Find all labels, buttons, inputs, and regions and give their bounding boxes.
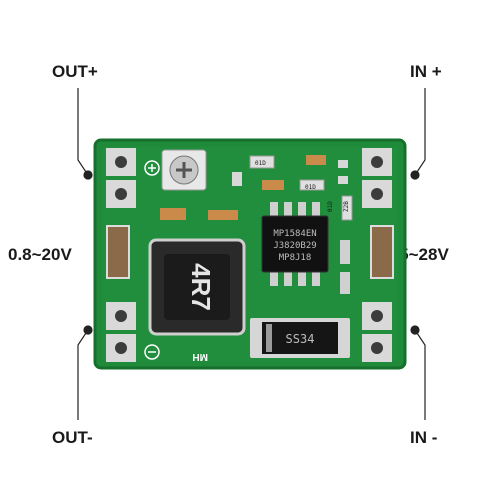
smd-markings: 01D 01D 01D Z2B [255, 160, 350, 212]
ic-marking-line2: J3820B29 [273, 241, 316, 251]
leader-out-plus [77, 88, 89, 176]
pad-out-plus-1 [106, 148, 136, 176]
out-plus-label: OUT+ [52, 62, 98, 81]
leader-dot-in-plus [410, 170, 420, 180]
leader-dot-out-plus [83, 170, 93, 180]
silk-mh-text: MH [192, 351, 208, 362]
inductor-marking: 4R7 [186, 263, 216, 311]
ic-marking-line3: MP8J18 [279, 253, 312, 263]
in-plus-label: IN + [410, 62, 442, 81]
input-capacitor [370, 225, 394, 279]
svg-text:Z2B: Z2B [343, 201, 350, 212]
potentiometer [161, 149, 207, 191]
inductor: 4R7 [148, 238, 246, 336]
leader-in-minus [414, 329, 426, 420]
silk-minus-symbol [144, 344, 160, 360]
leader-out-minus [77, 329, 89, 420]
pad-in-minus-2 [362, 334, 392, 362]
leader-in-plus [414, 88, 426, 176]
pad-in-plus-1 [362, 148, 392, 176]
in-minus-label: IN - [410, 428, 438, 447]
leader-lines [77, 88, 426, 420]
smd-components [160, 155, 353, 294]
ic-marking-line1: MP1584EN [273, 229, 316, 239]
schottky-diode: SS34 [250, 318, 350, 358]
silk-plus-symbol [144, 160, 160, 176]
regulator-ic: MP1584EN J3820B29 MP8J18 [261, 202, 329, 286]
diode-marking: SS34 [286, 332, 315, 346]
leader-dot-out-minus [83, 325, 93, 335]
pads [106, 148, 392, 362]
pad-out-plus-2 [106, 180, 136, 208]
pad-in-minus-1 [362, 302, 392, 330]
output-voltage-label: 0.8~20V [8, 245, 72, 264]
pad-in-plus-2 [362, 180, 392, 208]
svg-text:01D: 01D [255, 160, 266, 167]
output-capacitor [106, 225, 130, 279]
out-minus-label: OUT- [52, 428, 93, 447]
pad-out-minus-2 [106, 334, 136, 362]
svg-text:01D: 01D [305, 184, 316, 191]
pad-out-minus-1 [106, 302, 136, 330]
leader-dot-in-minus [410, 325, 420, 335]
svg-text:01D: 01D [327, 201, 334, 212]
